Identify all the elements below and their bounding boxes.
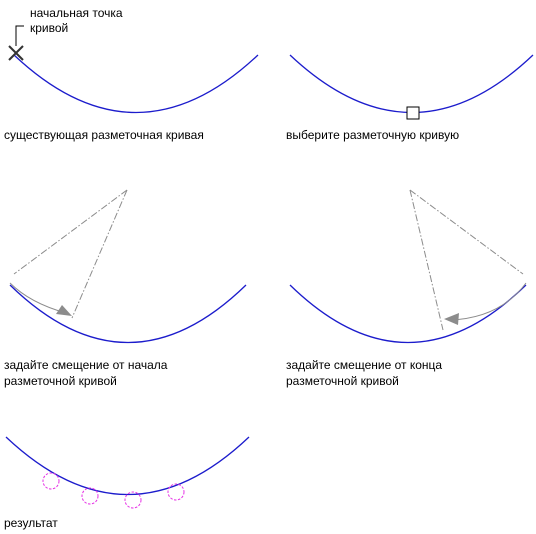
panel-result xyxy=(5,436,250,509)
result-marker-dashed-circle-icon xyxy=(81,487,99,505)
offset-start-layout-curve xyxy=(9,284,247,344)
panel-offset-end xyxy=(289,189,527,344)
caption-result: результат xyxy=(4,516,58,530)
result-layout-curve xyxy=(5,436,250,496)
selectable-layout-curve[interactable] xyxy=(289,54,534,114)
caption-select-curve: выберите разметочную кривую xyxy=(286,128,460,142)
offset-end-layout-curve xyxy=(289,284,527,344)
result-marker-dashed-circle-icon xyxy=(124,491,142,509)
caption-offset-start-line2: разметочной кривой xyxy=(4,374,117,388)
caption-offset-end: задайте смещение от конца xyxy=(286,358,443,372)
caption-offset-end-line2: разметочной кривой xyxy=(286,374,399,388)
pick-box-icon xyxy=(406,106,420,120)
start-point-x-icon xyxy=(8,45,24,61)
offset-arrow-icon xyxy=(56,305,72,316)
result-marker-dashed-circle-icon xyxy=(42,472,60,490)
panel-offset-start xyxy=(9,189,247,344)
guide-line-to-offset xyxy=(409,189,444,331)
existing-layout-curve xyxy=(13,54,259,114)
offset-distance-arc xyxy=(449,282,527,321)
start-label-leader xyxy=(15,25,24,46)
offset-arrow-icon xyxy=(444,313,459,325)
caption-offset-start: задайте смещение от начала xyxy=(4,358,168,372)
guide-line-to-end xyxy=(409,189,524,275)
start-point-label: начальная точка xyxy=(30,6,123,20)
panel-existing-curve xyxy=(8,25,259,114)
result-marker-dashed-circle-icon xyxy=(167,483,185,501)
caption-existing-curve: существующая разметочная кривая xyxy=(4,128,204,142)
panel-select-curve xyxy=(289,54,534,120)
guide-line-to-offset xyxy=(71,189,128,319)
start-point-label-line2: кривой xyxy=(30,21,69,35)
guide-line-to-start xyxy=(13,189,128,275)
